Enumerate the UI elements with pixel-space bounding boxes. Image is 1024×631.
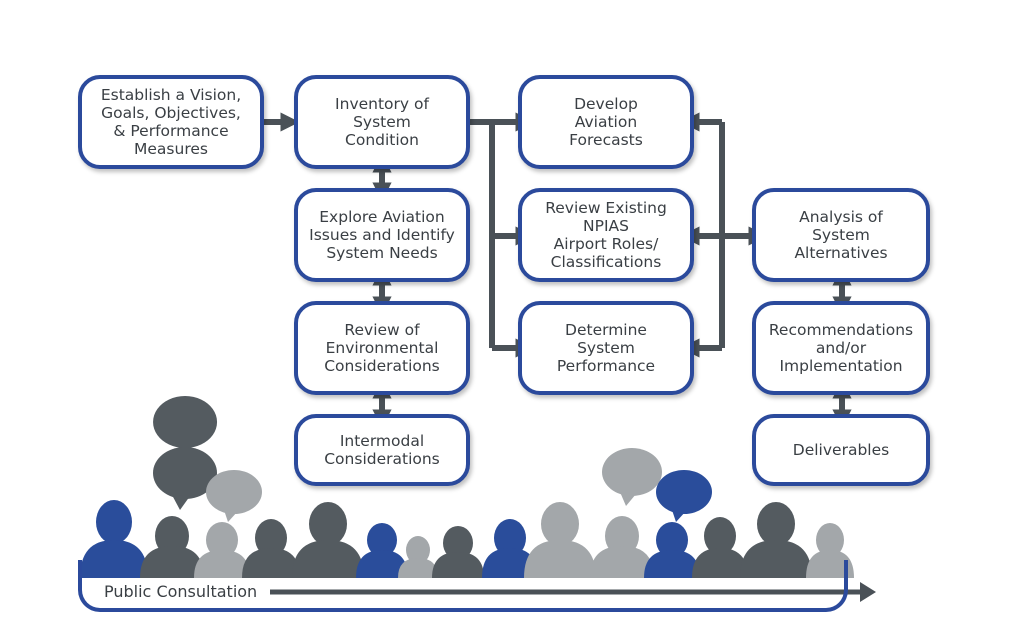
- public-consultation-bracket: [78, 560, 848, 612]
- box-recommendations: Recommendations and/or Implementation: [752, 301, 930, 395]
- box-intermodal: Intermodal Considerations: [294, 414, 470, 486]
- box-alternatives: Analysis of System Alternatives: [752, 188, 930, 282]
- public-consultation-label: Public Consultation: [104, 582, 258, 601]
- box-explore: Explore Aviation Issues and Identify Sys…: [294, 188, 470, 282]
- speech-bubble-icons: [153, 396, 712, 522]
- people-silhouettes: [80, 500, 854, 578]
- box-performance: Determine System Performance: [518, 301, 694, 395]
- box-environmental: Review of Environmental Considerations: [294, 301, 470, 395]
- box-inventory: Inventory of System Condition: [294, 75, 470, 169]
- box-vision: Establish a Vision, Goals, Objectives, &…: [78, 75, 264, 169]
- box-deliverables: Deliverables: [752, 414, 930, 486]
- box-roles: Review Existing NPIAS Airport Roles/ Cla…: [518, 188, 694, 282]
- box-forecasts: Develop Aviation Forecasts: [518, 75, 694, 169]
